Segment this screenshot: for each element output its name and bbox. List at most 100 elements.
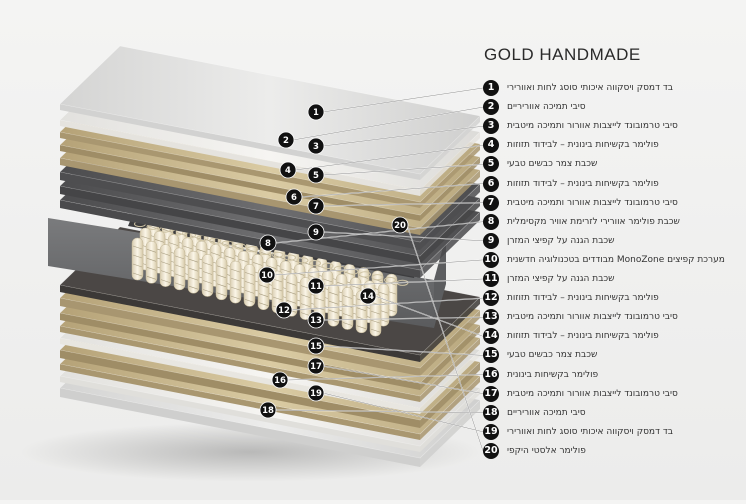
upper-layers [59, 45, 481, 278]
legend-number-badge: 14 [483, 328, 499, 345]
spring-coil [230, 268, 241, 273]
frame-side-face [434, 236, 446, 328]
spring-coil [272, 287, 283, 292]
spring-coil [300, 294, 311, 298]
layer-9-side-face [420, 212, 480, 278]
coil-top [359, 271, 371, 278]
callout-badge: 17 [307, 357, 325, 375]
spring-coil [160, 279, 171, 283]
spring-coil [146, 267, 157, 271]
callout-circle [275, 301, 293, 319]
spring-coil [132, 245, 143, 250]
layer-6-side-face [420, 184, 480, 250]
layer-5-front-face [60, 158, 420, 235]
legend-text: פולימר בקשיחות בינונית [507, 369, 599, 380]
layer-11-side-face [420, 297, 480, 362]
spring-coil [190, 235, 201, 240]
legend-number-badge: 13 [483, 309, 499, 326]
layer-5-side-face [420, 170, 480, 235]
spring-coil [300, 312, 311, 316]
leader-line-shadow [322, 125, 484, 147]
callout-circle [307, 137, 325, 155]
pocket-spring [145, 241, 158, 284]
spring-coil [328, 300, 339, 305]
callout-number: 19 [310, 389, 322, 399]
callout-badge: 1 [307, 103, 325, 121]
spring-coil [188, 258, 199, 263]
leader-line-shadow [406, 224, 484, 451]
layer-6-front-face [60, 172, 420, 250]
callout-circle [307, 311, 325, 329]
legend-text: סיבי טרמובונד לייצבות אוורור ותמיכה מיטב… [507, 197, 678, 208]
spring-coil [258, 284, 269, 288]
leader-line-shadow [294, 145, 484, 171]
spring-coil [342, 322, 353, 326]
callout-badge: 11 [307, 277, 325, 295]
callout-circle [307, 384, 325, 402]
callout-circle [307, 197, 325, 215]
callout-number: 2 [283, 136, 289, 146]
leader-line-shadow [322, 316, 484, 321]
layer-4-side-face [420, 157, 480, 221]
layer-15-side-face [420, 350, 480, 414]
layer-18-side-face [420, 388, 480, 452]
legend-text: פולימר בקשיחות בינונית – לבידוד תזוזות [507, 293, 659, 304]
callout-badge: 20 [391, 216, 409, 234]
legend-text: פולימר אלסטי היקפי [507, 445, 586, 456]
layer-4-front-face [60, 145, 420, 221]
callout-badge: 13 [307, 311, 325, 329]
layer-13-front-face [60, 313, 420, 390]
legend-number-badge: 4 [483, 137, 499, 154]
spring-coil [230, 277, 241, 282]
callout-number: 5 [313, 171, 319, 181]
coil-top [209, 237, 221, 244]
pocket-spring [341, 287, 354, 330]
callout-badge: 5 [307, 166, 325, 184]
callout-circle [307, 103, 325, 121]
callout-badge: 7 [307, 197, 325, 215]
spring-coil [252, 262, 263, 266]
callout-number: 14 [362, 292, 374, 302]
spring-coil [202, 289, 213, 293]
pocket-spring [243, 264, 256, 307]
callout-number: 17 [310, 362, 322, 372]
spring-pocket [229, 260, 242, 304]
spring-coil [286, 291, 297, 295]
spring-coil [280, 268, 291, 273]
spring-coil [160, 261, 171, 265]
callout-circle [307, 223, 325, 241]
callout-badge: 3 [307, 137, 325, 155]
leader-lines [273, 87, 484, 452]
callout-circle [279, 161, 297, 179]
spring-coil [260, 252, 271, 256]
leader-line-shadow [322, 345, 484, 356]
spring-coil [146, 276, 157, 280]
leader-line-shadow [290, 297, 484, 311]
spring-pocket [243, 264, 256, 307]
spring-coil [244, 290, 255, 294]
layer-16-front-face [60, 350, 420, 428]
pocket-spring [201, 254, 214, 297]
callout-number: 15 [310, 342, 322, 352]
legend-number-badge: 18 [483, 404, 499, 421]
callout-circle [307, 337, 325, 355]
callout-circle [271, 371, 289, 389]
spring-coil [300, 303, 311, 307]
callout-number: 1 [313, 108, 319, 118]
spring-coil [140, 235, 151, 240]
spring-coil [160, 252, 171, 256]
spring-coil [230, 295, 241, 300]
callout-badge: 8 [259, 234, 277, 252]
callout-number: 7 [313, 202, 319, 212]
spring-coil [146, 258, 157, 262]
